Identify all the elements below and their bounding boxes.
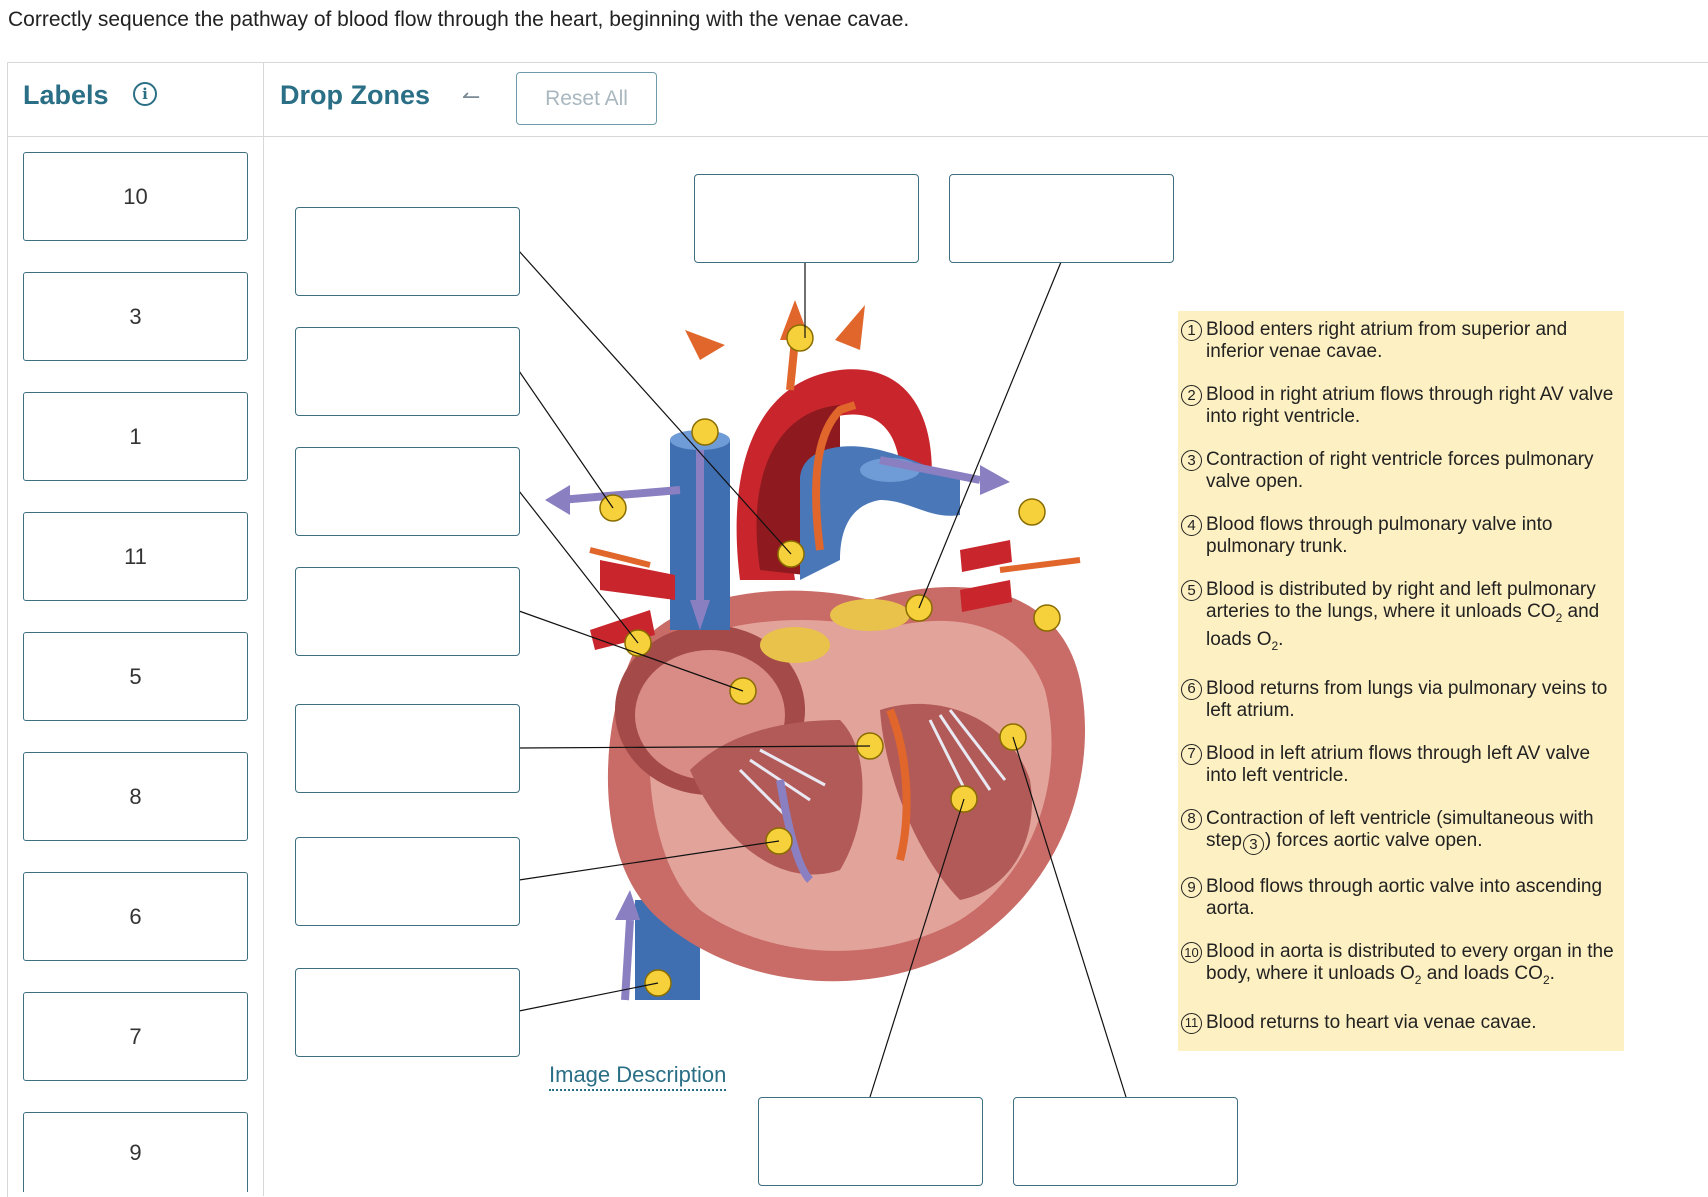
drop-zone[interactable] <box>694 174 919 263</box>
drop-zone[interactable] <box>295 704 520 793</box>
step-text: Blood enters right atrium from superior … <box>1206 319 1568 362</box>
label-card[interactable]: 9 <box>23 1112 248 1192</box>
step-number: 9 <box>1181 877 1202 899</box>
heart-illustration <box>545 300 1085 1001</box>
step-number: 7 <box>1181 743 1202 765</box>
step-text: Blood in right atrium flows through righ… <box>1206 384 1614 427</box>
drop-zone[interactable] <box>295 207 520 296</box>
drop-zone[interactable] <box>295 837 520 926</box>
legend-step: 4 Blood flows through pulmonary valve in… <box>1181 514 1624 558</box>
step-text: Blood in left atrium flows through left … <box>1206 742 1591 786</box>
step-number: 3 <box>1181 450 1202 471</box>
activity-panel <box>7 62 1708 1197</box>
column-divider <box>263 62 264 1196</box>
legend-step: 9 Blood flows through aortic valve into … <box>1181 876 1624 920</box>
step-text: Contraction of right ventricle forces pu… <box>1206 449 1594 492</box>
step-number: 10 <box>1181 942 1202 964</box>
drop-zone[interactable] <box>295 567 520 656</box>
legend-step: 3 Contraction of right ventricle forces … <box>1181 449 1624 493</box>
step-text: Blood in aorta is distributed to every o… <box>1206 941 1614 987</box>
step-number: 4 <box>1181 515 1202 536</box>
step-text: Blood returns to heart via venae cavae. <box>1206 1011 1537 1033</box>
question-prompt: Correctly sequence the pathway of blood … <box>8 8 910 31</box>
step-reference: 3 <box>1242 834 1264 856</box>
legend-step: 2 Blood in right atrium flows through ri… <box>1181 384 1624 428</box>
reset-all-button[interactable]: Reset All <box>516 72 657 125</box>
label-card[interactable]: 6 <box>23 872 248 961</box>
header-divider <box>7 136 1708 137</box>
step-number: 5 <box>1181 580 1202 601</box>
legend-step: 10 Blood in aorta is distributed to ever… <box>1181 941 1624 991</box>
step-text: Blood flows through aortic valve into as… <box>1206 876 1603 920</box>
step-number: 2 <box>1181 385 1202 406</box>
step-number: 11 <box>1181 1012 1202 1034</box>
info-icon[interactable]: i <box>133 82 157 106</box>
step-number: 8 <box>1181 808 1202 830</box>
drop-zones-title: Drop Zones <box>280 80 431 110</box>
drop-zone[interactable] <box>1013 1097 1238 1186</box>
image-description-link[interactable]: Image Description <box>549 1062 727 1091</box>
legend-step: 6 Blood returns from lungs via pulmonary… <box>1181 678 1624 722</box>
legend-step: 11 Blood returns to heart via venae cava… <box>1181 1012 1624 1034</box>
label-card[interactable]: 5 <box>23 632 248 721</box>
label-card[interactable]: 10 <box>23 152 248 241</box>
drop-zone[interactable] <box>758 1097 983 1186</box>
steps-legend: 1 Blood enters right atrium from superio… <box>1178 311 1624 1051</box>
label-card[interactable]: 3 <box>23 272 248 361</box>
step-text: Blood flows through pulmonary valve into… <box>1206 514 1553 557</box>
step-text: Blood is distributed by right and left p… <box>1206 579 1600 653</box>
labels-title: Labels <box>23 80 109 110</box>
label-card[interactable]: 11 <box>23 512 248 601</box>
step-text: Blood returns from lungs via pulmonary v… <box>1206 677 1608 721</box>
legend-step: 5 Blood is distributed by right and left… <box>1181 579 1624 657</box>
drop-zone[interactable] <box>949 174 1174 263</box>
drop-zone[interactable] <box>295 968 520 1057</box>
drop-zone[interactable] <box>295 327 520 416</box>
step-text: Contraction of left ventricle (simultane… <box>1206 808 1622 856</box>
drop-zone[interactable] <box>295 447 520 536</box>
label-card[interactable]: 8 <box>23 752 248 841</box>
label-card[interactable]: 7 <box>23 992 248 1081</box>
undo-arrow-icon[interactable]: ↼ <box>462 84 481 109</box>
label-card[interactable]: 1 <box>23 392 248 481</box>
legend-step: 7 Blood in left atrium flows through lef… <box>1181 743 1624 787</box>
step-number: 6 <box>1181 678 1202 700</box>
step-number: 1 <box>1181 320 1202 341</box>
legend-step: 8 Contraction of left ventricle (simulta… <box>1181 808 1624 856</box>
legend-step: 1 Blood enters right atrium from superio… <box>1181 319 1624 363</box>
